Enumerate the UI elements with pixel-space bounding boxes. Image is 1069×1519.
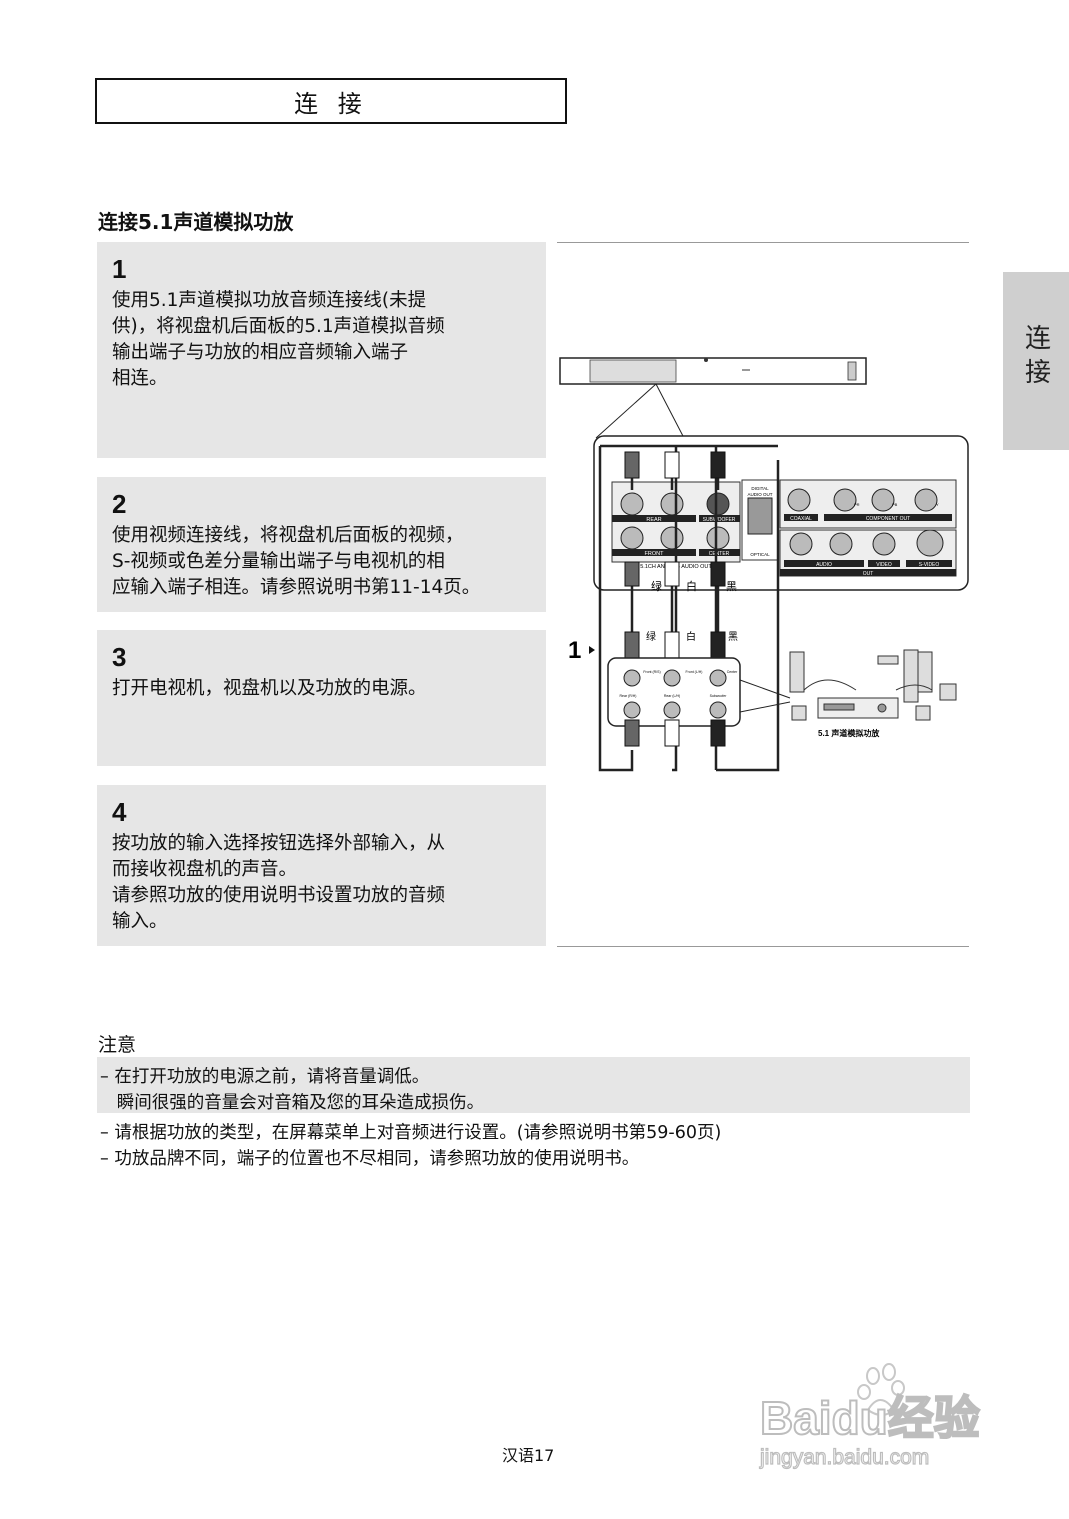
digital-audio-out: DIGITAL AUDIO OUT OPTICAL	[741, 479, 779, 561]
color-label-white: 白	[686, 579, 697, 593]
step-line: 打开电视机，视盘机以及功放的电源。	[112, 678, 427, 699]
step-2: 2 使用视频连接线，将视盘机后面板的视频， S-视频或色差分量输出端子与电视机的…	[97, 477, 546, 612]
label-coaxial: COAXIAL	[790, 516, 812, 522]
watermark-url: jingyan.baidu.com	[759, 1446, 929, 1469]
plug-green	[624, 451, 640, 479]
label-optical: OPTICAL	[750, 552, 770, 557]
jack-subwoofer: Subwoofer	[710, 694, 728, 698]
chapter-tab-label: 连接	[1020, 324, 1051, 392]
amp-input-panel: 绿 白 黑 Front (R/S) Front (L/H) Center Rea…	[607, 630, 741, 747]
label-front: FRONT	[645, 551, 665, 557]
section-title: 连接5.1声道模拟功放	[98, 210, 294, 234]
label-pb: PB	[892, 502, 898, 507]
divider-top	[557, 242, 969, 243]
step-line: 按功放的输入选择按钮选择外部输入，从	[112, 833, 446, 854]
jack-front-l: Front (L/H)	[686, 670, 703, 674]
jack-rear-l: Rear (L/H)	[664, 694, 680, 698]
step-line: 使用5.1声道模拟功放音频连接线(未提	[112, 290, 427, 311]
label-y: Y	[936, 502, 939, 507]
label-center: CENTER	[709, 551, 730, 557]
step-text: 按功放的输入选择按钮选择外部输入，从 而接收视盘机的声音。 请参照功放的使用说明…	[112, 831, 532, 935]
amp-caption: 5.1 声道模拟功放	[818, 728, 880, 738]
jack-front-r: Front (R/S)	[643, 670, 660, 674]
divider-bottom	[557, 946, 969, 947]
label-digital: DIGITAL	[751, 486, 769, 491]
jack-center: Center	[727, 670, 738, 674]
video-outputs: PR PB Y COAXIAL COMPONENT OUT AUDIO VIDE…	[779, 479, 957, 577]
step-text: 使用视频连接线，将视盘机后面板的视频， S-视频或色差分量输出端子与电视机的相 …	[112, 523, 532, 601]
step-text: 使用5.1声道模拟功放音频连接线(未提 供)，将视盘机后面板的5.1声道模拟音频…	[112, 288, 532, 392]
label-pr: PR	[854, 502, 860, 507]
step-number: 4	[112, 797, 127, 827]
plug-black-lower	[710, 561, 726, 587]
label-component-out: COMPONENT OUT	[866, 516, 910, 522]
watermark-brand: Baidu经验	[760, 1392, 980, 1444]
step-4: 4 按功放的输入选择按钮选择外部输入，从 而接收视盘机的声音。 请参照功放的使用…	[97, 785, 546, 946]
color-label-black: 黑	[726, 580, 737, 593]
step-3: 3 打开电视机，视盘机以及功放的电源。	[97, 630, 546, 766]
plug-white	[664, 451, 680, 479]
page-title: 连 接	[95, 78, 567, 124]
note-line: – 在打开功放的电源之前，请将音量调低。	[100, 1067, 430, 1087]
step-line: 输出端子与功放的相应音频输入端子	[112, 342, 409, 363]
chapter-tab: 连接	[1003, 272, 1069, 450]
label-s-video: S-VIDEO	[919, 562, 940, 568]
color-label-green-bottom: 绿	[646, 630, 656, 643]
color-label-black-bottom: 黑	[728, 631, 738, 643]
jack-rear-r: Rear (R/H)	[620, 694, 637, 698]
step-line: 而接收视盘机的声音。	[112, 859, 298, 880]
color-label-green: 绿	[651, 579, 662, 593]
step-line: 应输入端子相连。请参照说明书第11-14页。	[112, 577, 481, 598]
step-line: 供)，将视盘机后面板的5.1声道模拟音频	[112, 316, 445, 337]
label-rear: REAR	[646, 517, 661, 523]
step-number: 2	[112, 489, 127, 519]
dvd-player-rear	[559, 357, 867, 385]
step-line: S-视频或色差分量输出端子与电视机的相	[112, 551, 445, 572]
note-line: – 请根据功放的类型，在屏幕菜单上对音频进行设置。(请参照说明书第59-60页)	[100, 1123, 722, 1143]
step-line: 使用视频连接线，将视盘机后面板的视频，	[112, 525, 464, 546]
color-label-white-bottom: 白	[686, 630, 696, 643]
step-marker: 1	[568, 637, 581, 664]
amplifier-with-speakers	[789, 649, 957, 721]
step-number: 1	[112, 254, 127, 284]
connection-diagram: REAR SUBWOOFER FRONT CENTER 5.1CH ANALOG…	[559, 357, 969, 772]
step-text: 打开电视机，视盘机以及功放的电源。	[112, 676, 532, 702]
notes-title: 注意	[98, 1034, 137, 1056]
step-line: 相连。	[112, 368, 168, 389]
step-line: 请参照功放的使用说明书设置功放的音频	[112, 885, 446, 906]
label-subwoofer: SUBWOOFER	[703, 517, 736, 523]
plug-black	[710, 451, 726, 479]
label-out: OUT	[863, 571, 874, 577]
plug-white-lower	[664, 561, 680, 587]
baidu-watermark-logo: Baidu经验 jingyan.baidu.com	[758, 1363, 981, 1470]
label-audio-out: AUDIO OUT	[747, 492, 772, 497]
step-line: 输入。	[112, 911, 168, 932]
step-number: 3	[112, 642, 127, 672]
plug-green-lower	[624, 561, 640, 587]
notes-highlight	[97, 1057, 970, 1113]
note-line: – 功放品牌不同，端子的位置也不尽相同，请参照功放的使用说明书。	[100, 1149, 640, 1169]
step-1: 1 使用5.1声道模拟功放音频连接线(未提 供)，将视盘机后面板的5.1声道模拟…	[97, 242, 546, 458]
page-number: 汉语17	[502, 1446, 555, 1465]
step-marker-arrow	[589, 646, 595, 654]
label-video: VIDEO	[876, 562, 892, 568]
label-audio: AUDIO	[816, 562, 832, 568]
note-line: 瞬间很强的音量会对音箱及您的耳朵造成损伤。	[100, 1093, 485, 1113]
